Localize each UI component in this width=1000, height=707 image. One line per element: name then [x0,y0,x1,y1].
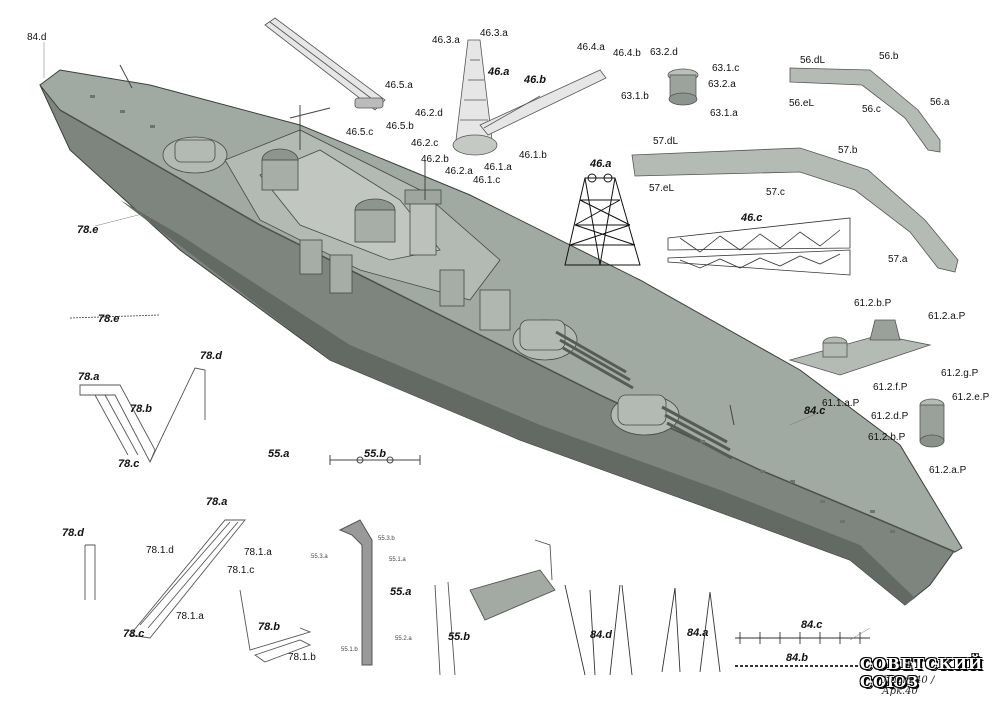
label-84c-hull: 84.c [804,405,826,417]
boat-55-b [434,539,556,676]
label-553b: 55.3.b [378,536,395,542]
truss-46-c [667,217,851,276]
label-612fP: 61.2.f.P [873,382,908,393]
label-78c-bottom: 78.c [123,628,145,640]
turret-guns [555,330,733,460]
label-56dL: 56.dL [800,55,826,66]
label-465c: 46.5.c [346,127,374,138]
label-57c: 57.c [766,187,785,198]
label-631b: 63.1.b [621,91,649,102]
label-57eL: 57.eL [649,183,675,194]
label-55a-bottom: 55.a [390,586,412,598]
bollard-63 [667,68,699,106]
label-552a: 55.2.a [395,636,412,642]
label-612eP: 61.2.e.P [952,392,990,403]
label-463a: 46.3.a [432,35,460,46]
label-611aP: 61.1.a.P [822,398,860,409]
label-56eL: 56.eL [789,98,815,109]
label-78a-bottom: 78.a [206,496,228,508]
label-57b: 57.b [838,145,858,156]
label-553a: 55.3.a [311,554,328,560]
bracket-57 [631,147,959,273]
label-56b: 56.b [879,51,899,62]
label-462b: 46.2.b [421,154,449,165]
label-631a: 63.1.a [710,108,738,119]
label-84b: 84.b [786,652,809,664]
label-465a: 46.5.a [385,80,413,91]
label-55a: 55.a [268,448,290,460]
label-612aP: 61.2.a.P [928,311,966,322]
superstructure [162,129,680,436]
label-781c: 78.1.c [227,565,255,576]
leader-lines [43,42,871,641]
label-78b-bottom: 78.b [258,621,281,633]
label-462a: 46.2.a [445,166,473,177]
label-84a: 84.a [687,627,709,639]
crane-boom-46-5 [264,17,386,111]
title-logo: СОВЕТСКИЙ СОЮЗ Лист 40 / Арк.40 [860,655,982,697]
ladder-78-top [69,314,206,464]
truss-46-a [564,173,641,266]
label-612gP: 61.2.g.P [941,368,979,379]
label-612bP-2: 61.2.b.P [868,432,906,443]
label-46b: 46.b [524,74,547,86]
label-78e-hull: 78.e [77,224,99,236]
masts [119,64,735,426]
label-462c: 46.2.c [411,138,439,149]
label-55b: 55.b [364,448,387,460]
label-78a: 78.a [78,371,100,383]
label-84d: 84.d [590,629,613,641]
label-46a-detail: 46.a [590,158,612,170]
label-78e: 78.e [98,313,120,325]
bracket-56 [789,67,941,153]
label-461c: 46.1.c [473,175,501,186]
label-84d-top: 84.d [27,32,47,43]
label-632d: 63.2.d [650,47,678,58]
label-57dL: 57.dL [653,136,679,147]
label-78d-bottom: 78.d [62,527,85,539]
label-462d: 46.2.d [415,108,443,119]
label-84c: 84.c [801,619,823,631]
label-551b: 55.1.b [341,647,358,653]
bar-55-b [329,455,421,465]
label-55b-bottom: 55.b [448,631,471,643]
label-631c: 63.1.c [712,63,740,74]
label-465b: 46.5.b [386,121,414,132]
label-46a: 46.a [488,66,510,78]
deck-fittings [90,95,895,533]
davit-55-a [338,519,373,666]
label-551a: 55.1.a [389,557,406,563]
label-464a: 46.4.a [577,42,605,53]
logo-title: СОВЕТСКИЙ СОЮЗ [860,655,984,691]
label-461a: 46.1.a [484,162,512,173]
label-612dP: 61.2.d.P [871,411,909,422]
label-781a: 78.1.a [244,547,272,558]
label-56c: 56.c [862,104,881,115]
label-56a: 56.a [930,97,950,108]
label-78b: 78.b [130,403,153,415]
label-612aP-2: 61.2.a.P [929,465,967,476]
ladder-78-bottom [84,519,312,663]
label-57a: 57.a [888,254,908,265]
label-463a-2: 46.3.a [480,28,508,39]
sheet-number: Лист 40 / Арк.40 [882,675,935,697]
rails-84 [564,584,870,676]
label-781b: 78.1.b [288,652,316,663]
label-612bP: 61.2.b.P [854,298,892,309]
label-781a-2: 78.1.a [176,611,204,622]
label-78c: 78.c [118,458,140,470]
crane-46-a [452,39,607,156]
label-46c: 46.c [741,212,763,224]
label-461b: 46.1.b [519,150,547,161]
bollard-61 [788,319,945,448]
label-632a: 63.2.a [708,79,736,90]
label-781d: 78.1.d [146,545,174,556]
label-464b: 46.4.b [613,48,641,59]
label-78d: 78.d [200,350,223,362]
